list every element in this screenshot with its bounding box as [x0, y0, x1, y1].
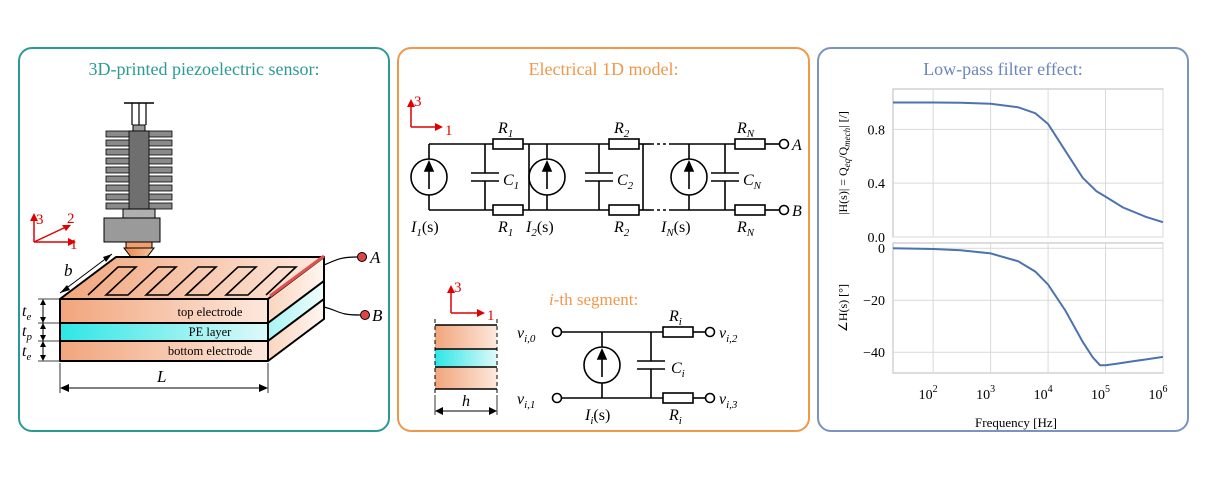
x-tick-label: 106	[1149, 384, 1168, 403]
segment-axes: 3 1	[447, 280, 495, 324]
y-tick-label: −20	[863, 294, 885, 309]
tp-label: tp	[22, 323, 32, 343]
r2-top-label: R2	[613, 120, 630, 140]
rn-top-label: RN	[736, 120, 755, 140]
ri-bottom-label: Ri	[668, 407, 682, 427]
svg-text:3: 3	[454, 280, 462, 296]
filter-panel-title: Low-pass filter effect:	[923, 59, 1083, 79]
y-tick-label: 0.4	[868, 177, 886, 192]
v2-label: vi,2	[719, 325, 738, 345]
y-axis-label: ∠H(s) [°]	[836, 284, 850, 332]
terminal-b: B	[323, 306, 383, 325]
plot-frame	[892, 88, 1164, 238]
y-tick-label: 0.8	[868, 123, 886, 138]
x-tick-label: 104	[1034, 384, 1053, 403]
segment-source-arrow	[596, 348, 608, 377]
node-v2	[704, 326, 716, 338]
te-top-label: te	[22, 303, 31, 323]
rn-bottom-label: RN	[736, 219, 755, 239]
series-line	[892, 247, 1164, 367]
axes-3d: 3 2 1	[30, 211, 78, 253]
segment-slice: h	[434, 319, 498, 415]
print-path	[87, 266, 299, 296]
i1-label: I1(s)	[410, 219, 439, 239]
y-tick-label: −40	[863, 346, 885, 361]
node-v1	[551, 392, 563, 404]
y-tick-label: 0	[878, 242, 885, 257]
bottom-electrode-label: bottom electrode	[168, 344, 253, 358]
i2-label: I2(s)	[525, 219, 554, 239]
node-v0	[551, 326, 563, 338]
electrical-model-title: Electrical 1D model:	[528, 59, 679, 79]
v1-label: vi,1	[517, 391, 535, 411]
c2-label: C2	[617, 172, 634, 192]
segment-title: i-th segment:	[549, 290, 638, 309]
electrical-model-panel: Electrical 1D model: 3 1	[397, 47, 810, 432]
x-axis-label: Frequency [Hz]	[975, 415, 1057, 430]
y-axis-label: |H(s)| = Qeq/Qmech| [/]	[836, 111, 852, 215]
svg-text:h: h	[462, 393, 470, 410]
x-tick-label: 103	[976, 384, 995, 403]
phase-plot: 0 −20 −40 ∠H(s) [°] 102 103 104 105 106	[836, 242, 1168, 403]
print-head	[103, 102, 173, 262]
r1-top-label: R1	[497, 120, 513, 140]
svg-text:B: B	[792, 203, 802, 220]
svg-text:B: B	[372, 306, 383, 325]
svg-text:1: 1	[445, 123, 453, 139]
circuit-axes: 3 1	[407, 94, 453, 139]
top-electrode-label: top electrode	[178, 305, 243, 319]
svg-text:A: A	[791, 137, 802, 154]
dimension-thickness	[38, 298, 60, 362]
circuit-diagram: 3 1	[407, 94, 802, 427]
x-tick-label: 102	[919, 384, 938, 403]
r2-bottom-label: R2	[613, 219, 630, 239]
axis-3-label: 3	[36, 212, 44, 228]
node-v3	[704, 392, 716, 404]
series-line	[893, 101, 1164, 224]
axis-1-label: 1	[70, 237, 78, 253]
c1-label: C1	[503, 172, 519, 192]
dimension-l: L	[59, 363, 269, 393]
pe-layer-label: PE layer	[189, 325, 233, 339]
svg-text:3: 3	[414, 94, 422, 110]
terminal-b-node	[778, 204, 790, 216]
cn-label: CN	[743, 172, 762, 192]
filter-panel: Low-pass filter effect: 0.0 0.4 0.8 |H(s)| …	[817, 47, 1189, 432]
ladder-network	[410, 138, 779, 216]
terminal-a-node	[778, 138, 790, 150]
sensor-panel-title: 3D-printed piezoelectric sensor:	[88, 59, 320, 79]
segment-circuit	[562, 326, 705, 404]
sensor-panel: 3D-printed piezoelectric sensor:	[18, 47, 390, 432]
sensor-illustration: 3 2 1 top electrode PE layer bottom elec…	[22, 102, 383, 393]
dimension-b: b	[59, 253, 113, 294]
svg-text:b: b	[64, 261, 73, 280]
ri-top-label: Ri	[668, 308, 682, 328]
v0-label: vi,0	[517, 325, 536, 345]
svg-text:L: L	[156, 367, 166, 386]
y-tick-label: 0.0	[868, 231, 886, 246]
magnitude-plot: 0.0 0.4 0.8 |H(s)| = Qeq/Qmech| [/]	[836, 88, 1164, 246]
svg-text:1: 1	[487, 308, 495, 324]
r1-bottom-label: R1	[497, 219, 513, 239]
current-source-arrows	[423, 160, 695, 189]
ci-label: Ci	[671, 360, 685, 380]
plot-frame	[892, 242, 1164, 374]
bode-plots: 0.0 0.4 0.8 |H(s)| = Qeq/Qmech| [/] 0 −20 −40…	[836, 88, 1168, 430]
te-bottom-label: te	[22, 343, 31, 363]
ii-label: Ii(s)	[584, 407, 610, 427]
axis-2-label: 2	[67, 211, 75, 227]
v3-label: vi,3	[719, 391, 738, 411]
terminal-a: A	[323, 248, 381, 267]
in-label: IN(s)	[660, 219, 691, 239]
x-tick-label: 105	[1091, 384, 1110, 403]
svg-text:A: A	[369, 248, 381, 267]
